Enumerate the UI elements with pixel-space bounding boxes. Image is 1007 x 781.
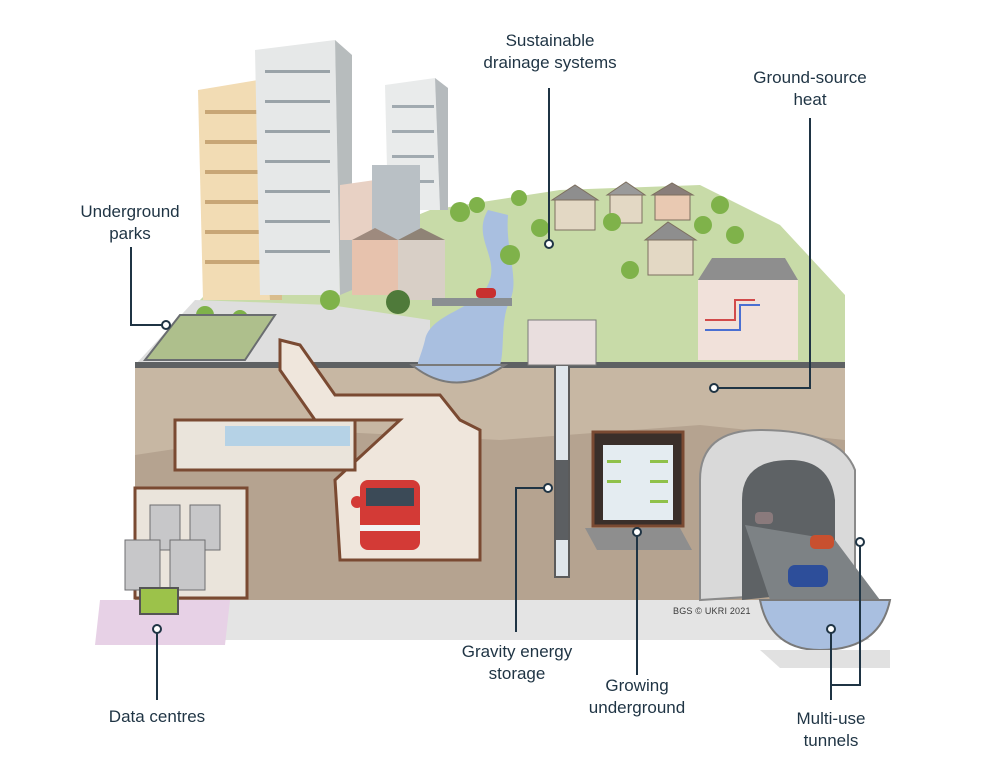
gravity-weight (556, 460, 568, 540)
tunnel-shadow (760, 650, 890, 668)
label-data-centres: Data centres (108, 707, 206, 726)
tower-center (255, 40, 352, 295)
leader-dots (152, 239, 865, 634)
drainage-basin (409, 364, 509, 384)
label-sustainable-drainage: Sustainable drainage systems (483, 31, 617, 72)
ground-source-house (698, 258, 798, 360)
train (360, 480, 420, 550)
tunnel-road (745, 525, 880, 600)
monitor (139, 587, 179, 615)
tunnel-water-channel (758, 599, 892, 652)
houses (550, 181, 698, 276)
shop-buildings (340, 165, 445, 300)
label-multi-use-tunnels: Multi-use tunnels (796, 709, 866, 750)
block-shadow (135, 600, 870, 640)
car-on-bridge (476, 288, 496, 298)
tunnel-car-blue (788, 565, 828, 587)
label-underground-parks: Underground parks (80, 202, 180, 243)
server-racks (124, 504, 221, 591)
data-centre-floor (95, 600, 230, 645)
leader-tunnels (830, 545, 861, 700)
gravity-headhouse (527, 319, 597, 366)
growing-room-shadow (585, 528, 692, 550)
copyright-credit: BGS © UKRI 2021 (673, 606, 751, 616)
leader-lines (130, 88, 861, 700)
leader-parks (130, 247, 163, 326)
leader-heat (717, 118, 811, 389)
label-gravity-energy-storage: Gravity energy storage (461, 642, 573, 683)
tunnel-car-red (810, 535, 834, 549)
label-ground-source-heat: Ground-source heat (753, 68, 867, 109)
bridge (432, 298, 512, 306)
underground-park-pit (142, 314, 277, 361)
tunnel-car-grey (755, 512, 773, 524)
river (417, 210, 514, 365)
label-growing-underground: Growing underground (588, 676, 686, 717)
leader-gravity (515, 487, 545, 632)
underground-roundel (351, 496, 363, 508)
